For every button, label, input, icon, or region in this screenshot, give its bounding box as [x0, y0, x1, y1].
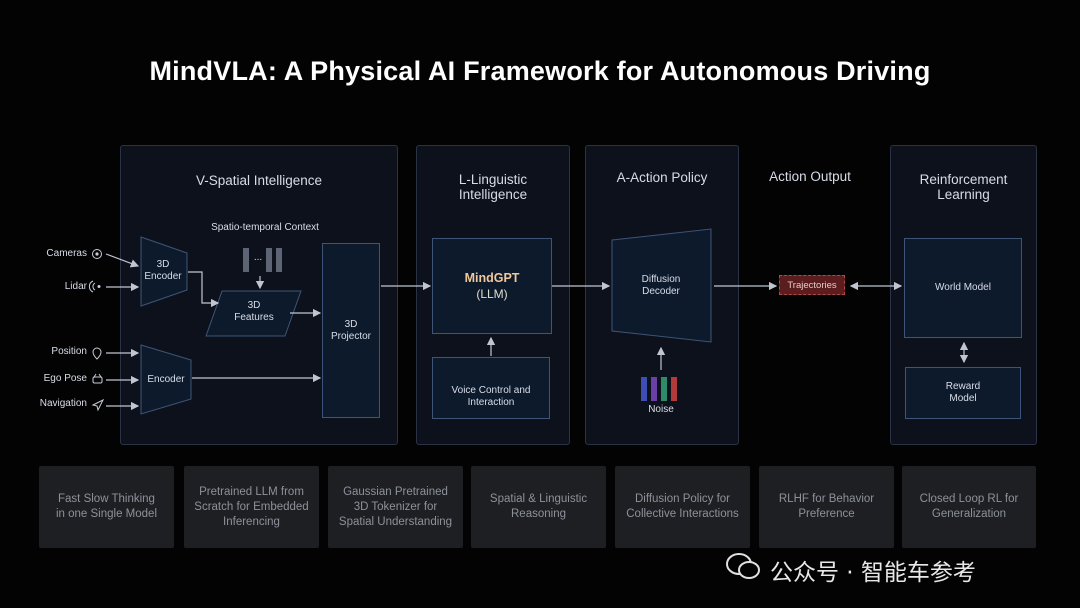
- context-dots: ...: [253, 252, 263, 263]
- context-bar: [243, 248, 249, 272]
- 3d-projector-box: 3D Projector: [322, 243, 380, 418]
- feature-line: Diffusion Policy for: [634, 493, 731, 505]
- input-label-ego-pose: Ego Pose: [43, 373, 87, 384]
- 3d-projector-label-line2: Projector: [330, 330, 371, 342]
- navigation-arrow-icon: [91, 398, 105, 412]
- reward-model-label-line2: Model: [949, 393, 977, 404]
- 3d-features-shape: [205, 290, 302, 337]
- feature-line: RLHF for Behavior: [778, 493, 875, 505]
- noise-bars: [641, 377, 677, 401]
- encoder-label: Encoder: [147, 374, 185, 385]
- feature-line: Preference: [798, 508, 855, 520]
- trajectories-box: Trajectories: [779, 275, 845, 295]
- voice-control-label-line2: Interaction: [467, 397, 515, 408]
- encoder-to-features-arrow: [188, 271, 220, 308]
- feature-line: Fast Slow Thinking: [58, 493, 155, 505]
- lidar-icon: [88, 280, 101, 293]
- rl-panel-title-line1: Reinforcement: [919, 172, 1008, 187]
- noise-label: Noise: [648, 404, 674, 415]
- diffusion-decoder-label-line1: Diffusion: [641, 274, 681, 285]
- 3d-projector-label-line1: 3D: [344, 318, 358, 330]
- car-icon: [92, 373, 103, 384]
- 3d-encoder-label-line1: 3D: [156, 259, 170, 270]
- watermark-text: 公众号 · 智能车参考: [770, 560, 976, 586]
- linguistic-panel-title-line1: L-Linguistic: [458, 172, 528, 187]
- feature-line: Collective Interactions: [626, 508, 739, 520]
- feature-line: Pretrained LLM from: [199, 485, 304, 498]
- voice-control-box: Voice Control and Interaction: [432, 357, 550, 419]
- spatio-temporal-context-label: Spatio-temporal Context: [211, 222, 319, 233]
- noise-bar: [661, 377, 667, 401]
- linguistic-panel-title-line2: Intelligence: [458, 187, 528, 202]
- feature-line: Spatial Understanding: [338, 515, 453, 528]
- mindgpt-llm-box: MindGPT (LLM): [432, 238, 552, 334]
- noise-bar: [641, 377, 647, 401]
- action-panel-title: A-Action Policy: [616, 170, 708, 185]
- cameras-arrow: [105, 253, 140, 268]
- input-label-cameras: Cameras: [46, 248, 87, 259]
- camera-icon: [92, 249, 102, 259]
- diffusion-decoder-label-line2: Decoder: [642, 286, 680, 297]
- feature-line: Closed Loop RL for: [919, 493, 1019, 505]
- context-bar: [266, 248, 272, 272]
- 3d-features-label-line1: 3D: [247, 300, 261, 311]
- feature-line: Scratch for Embedded: [194, 500, 309, 513]
- 3d-encoder-shape: [140, 236, 188, 307]
- encoder-shape: [140, 344, 192, 415]
- feature-line: Gaussian Pretrained: [343, 485, 448, 498]
- 3d-encoder-label-line2: Encoder: [144, 271, 182, 282]
- feature-line: Generalization: [931, 508, 1007, 520]
- spatial-panel-title: V-Spatial Intelligence: [195, 173, 323, 188]
- context-bar: [276, 248, 282, 272]
- input-label-position: Position: [51, 346, 87, 357]
- mindgpt-label: MindGPT: [464, 271, 520, 285]
- world-model-label: World Model: [935, 282, 991, 293]
- input-label-lidar: Lidar: [64, 281, 87, 292]
- noise-bar: [651, 377, 657, 401]
- location-pin-icon: [92, 347, 102, 360]
- reward-model-box: Reward Model: [905, 367, 1021, 419]
- noise-bar: [671, 377, 677, 401]
- reward-model-label-line1: Reward: [945, 381, 981, 392]
- input-label-navigation: Navigation: [39, 398, 87, 409]
- rl-panel-title-line2: Learning: [937, 187, 990, 202]
- voice-control-label-line1: Voice Control and: [451, 385, 531, 396]
- feature-line: Reasoning: [511, 508, 566, 520]
- feature-line: Inferencing: [223, 515, 280, 528]
- diffusion-decoder-shape: [611, 228, 712, 343]
- 3d-features-label-line2: Features: [234, 312, 274, 323]
- wechat-icon: [726, 553, 760, 579]
- feature-line: in one Single Model: [55, 508, 157, 520]
- page-title: MindVLA: A Physical AI Framework for Aut…: [149, 56, 931, 86]
- action-output-title: Action Output: [769, 169, 851, 184]
- world-model-box: World Model: [904, 238, 1022, 338]
- feature-line: 3D Tokenizer for: [353, 500, 438, 513]
- llm-sub-label: (LLM): [476, 287, 508, 301]
- feature-line: Spatial & Linguistic: [489, 493, 588, 505]
- feature-card: Fast Slow Thinking in one Single Model: [39, 466, 174, 548]
